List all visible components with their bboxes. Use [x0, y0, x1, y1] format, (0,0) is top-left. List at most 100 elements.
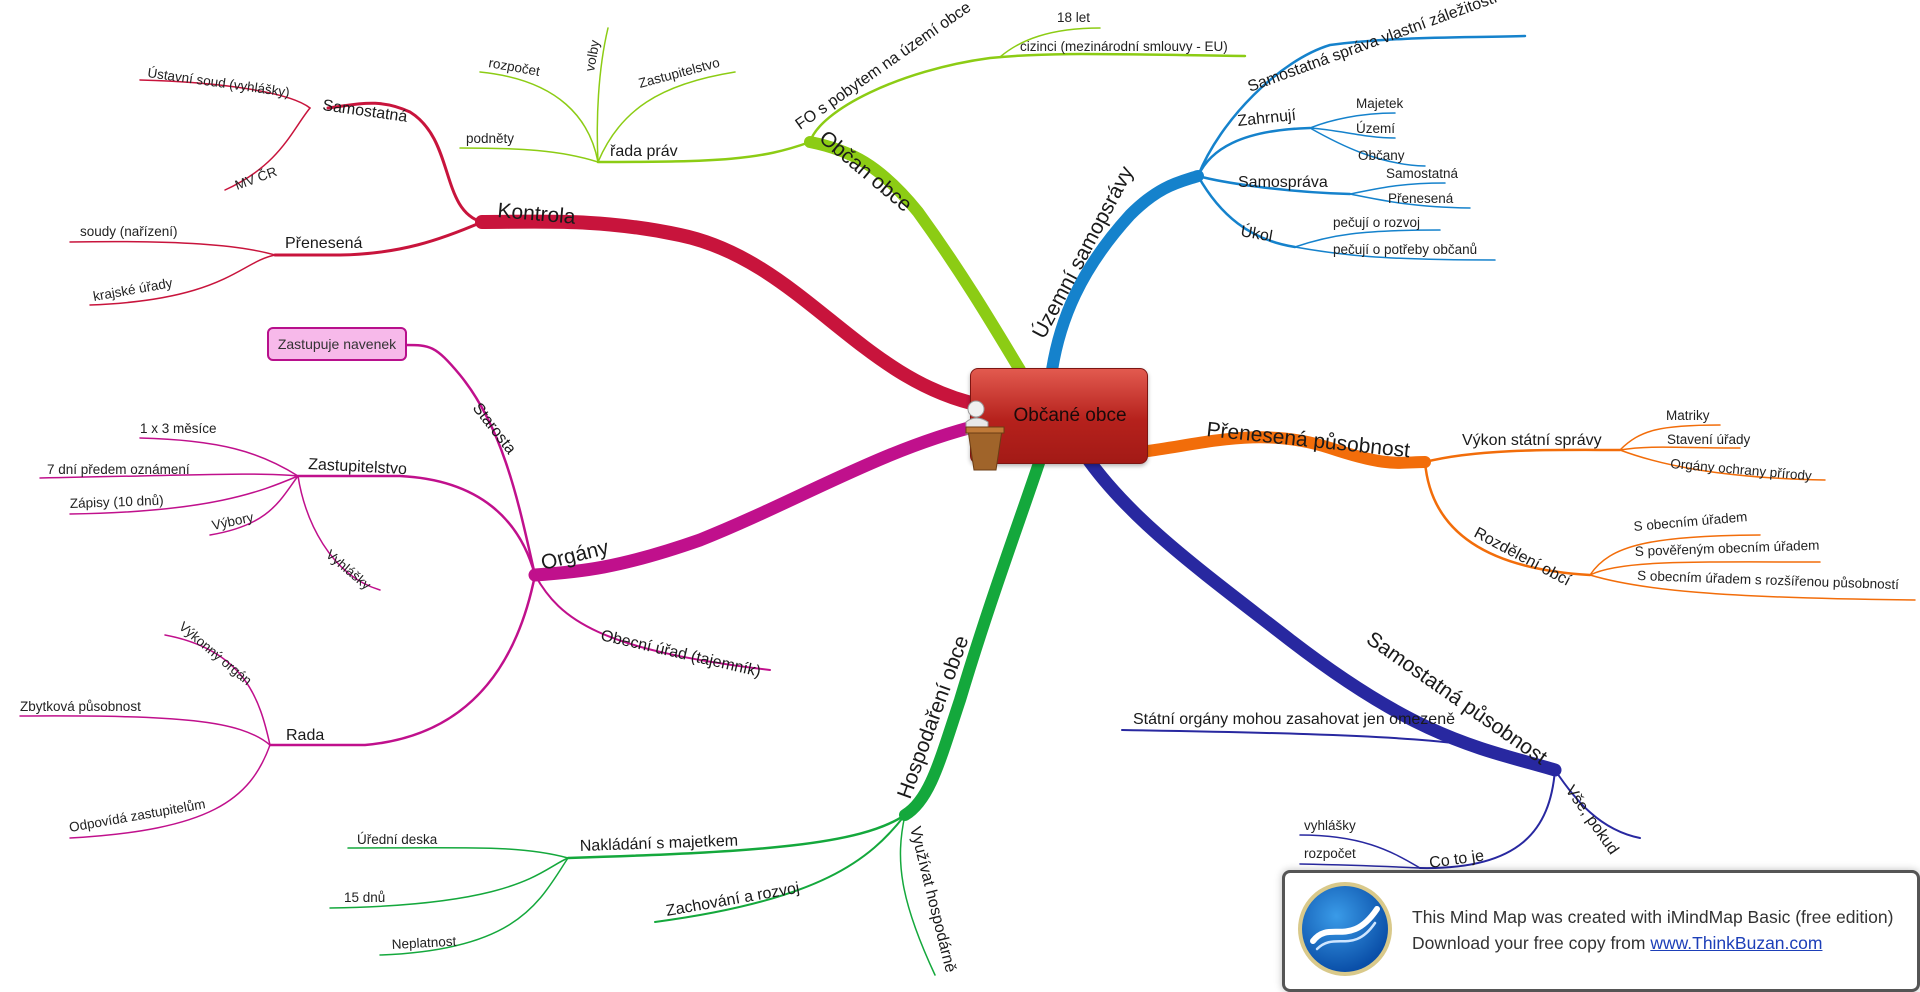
label-co: Co to je: [1428, 847, 1485, 872]
connector-obcan: [804, 136, 1026, 376]
branch-hospodareni: [329, 454, 1046, 976]
connector-odpovida: [69, 744, 271, 839]
connector-uredni-deska: [347, 846, 569, 859]
connector-nakladani: [566, 813, 907, 860]
connector-vse: [1554, 769, 1641, 839]
connector-zahrnuji: [1196, 126, 1312, 178]
label-vyuzivat: Využívat hospodárně: [906, 825, 959, 974]
label-starosta: Starosta: [469, 400, 519, 458]
connector-stavebni: [1619, 446, 1741, 451]
leaf-rozpocet: rozpočet: [487, 55, 541, 79]
speaker-podium-icon: [965, 400, 1005, 471]
leaf-odpovida: Odpovídá zastupitelům: [68, 796, 207, 835]
connector-vykonny: [164, 634, 271, 746]
connector-krajske-urady: [89, 254, 276, 306]
leaf-podnety: podněty: [466, 131, 514, 146]
connector-7dni: [39, 473, 299, 479]
connector-prenesena: [273, 220, 484, 257]
label-prava: řada práv: [610, 143, 678, 160]
connector-hospodareni: [899, 454, 1046, 821]
leaf-potreby: pečují o potřeby občanů: [1333, 242, 1477, 257]
leaf-matriky: Matriky: [1666, 408, 1710, 423]
connector-soudy: [69, 240, 276, 256]
leaf-krajske-urady: krajské úřady: [92, 275, 174, 304]
connector-ustavni-soud: [139, 79, 311, 109]
label-prenesena-pusobnost: Přenesená působnost: [1205, 418, 1411, 462]
connector-kontrola: [475, 214, 987, 412]
connector-s-rozsirenou: [1589, 574, 1916, 601]
leaf-cizinci: cizinci (mezinárodní smlouvy - EU): [1020, 39, 1228, 54]
watermark-line1: This Mind Map was created with iMindMap …: [1412, 907, 1894, 927]
leaf-samostatna: Samostatná: [1386, 166, 1459, 181]
leaf-rozvoj: pečují o rozvoj: [1333, 215, 1420, 230]
label-obcan: Občan obce: [815, 126, 917, 216]
connector-starosta: [403, 343, 537, 577]
label-obecni-urad: Obecní úřad (tajemník): [599, 627, 762, 680]
label-nakladani: Nakládání s majetkem: [580, 832, 739, 855]
label-uzemni: Územní samopsrávy: [1028, 162, 1138, 342]
connector-matriky: [1619, 424, 1721, 451]
leaf-zbytkova: Zbytková působnost: [20, 699, 141, 714]
connector-obecni-urad: [534, 574, 771, 671]
connector-prenesena-pusobnost: [1134, 431, 1431, 469]
connector-18-let: [999, 27, 1101, 58]
leaf-majetek: Majetek: [1356, 96, 1404, 111]
label-rada: Rada: [286, 727, 324, 744]
leaf-s-obecnim: S obecním úřadem: [1633, 509, 1748, 534]
connector-vyuzivat: [899, 814, 936, 976]
connector-prenesena-leaf: [1349, 193, 1471, 209]
leaf-mv-cr: MV ČR: [233, 164, 279, 193]
connector-vyhlasky: [297, 475, 381, 591]
label-zahrnuji: Zahrnují: [1237, 107, 1298, 130]
label-kontrola-samostatna: Samostatná: [321, 97, 408, 126]
label-samosprava: Samospráva: [1238, 174, 1328, 191]
branch-kontrola: [69, 79, 987, 412]
leaf-s-rozsirenou: S obecním úřadem s rozšířenou působností: [1637, 568, 1900, 592]
leaf-18-let: 18 let: [1057, 10, 1090, 25]
connector-uzemi: [1309, 127, 1396, 139]
label-vse: Vše, pokud: [1562, 783, 1622, 858]
branch-uzemni: [1046, 34, 1527, 376]
leaf-1x3: 1 x 3 měsíce: [140, 421, 217, 436]
branch-organy: [19, 343, 987, 839]
label-ukol: Úkol: [1239, 221, 1274, 245]
leaf-vyhlasky-co: vyhlášky: [1304, 818, 1356, 833]
connector-zapisy: [69, 475, 299, 515]
connector-rozpocet: [479, 71, 599, 163]
connector-1x3: [139, 437, 299, 477]
leaf-organy-prirody: Orgány ochrany přírody: [1670, 456, 1813, 483]
leaf-uzemi: Území: [1356, 121, 1395, 136]
connector-prava: [596, 140, 812, 164]
label-statni: Státní orgány mohou zasahovat jen omezen…: [1133, 711, 1455, 728]
label-zachovani: Zachování a rozvoj: [665, 880, 801, 920]
leaf-s-poverenym: S pověřeným obecním úřadem: [1635, 538, 1820, 559]
leaf-vykonny: Výkonný orgán: [176, 619, 255, 688]
connector-samostatna: [326, 101, 484, 224]
connector-zastupitelstvo-pravo: [597, 71, 736, 163]
branch-samostatna-pusobnost: [1078, 448, 1641, 870]
connector-vykon: [1423, 448, 1622, 464]
connector-zachovani: [654, 814, 906, 923]
leaf-prenesena: Přenesená: [1388, 191, 1454, 206]
label-kontrola-prenesena: Přenesená: [285, 235, 362, 252]
connector-majetek: [1309, 112, 1396, 129]
imindmap-watermark: This Mind Map was created with iMindMap …: [1282, 870, 1920, 992]
leaf-rozpocet-co: rozpočet: [1304, 846, 1356, 861]
connector-rozdeleni: [1423, 460, 1592, 577]
connector-15-dnu: [329, 857, 569, 909]
connector-obcany: [1309, 127, 1426, 167]
watermark-line2-prefix: Download your free copy from: [1412, 933, 1651, 953]
thinkbuzan-link[interactable]: www.ThinkBuzan.com: [1650, 933, 1823, 953]
leaf-stavebni: Stavení úřady: [1667, 432, 1751, 447]
connector-samostatna-leaf: [1349, 182, 1446, 195]
leaf-volby: volby: [582, 39, 602, 73]
connector-ukol: [1196, 174, 1297, 249]
connector-volby: [596, 27, 609, 163]
label-vykon: Výkon státní správy: [1462, 432, 1602, 449]
central-topic-label: Občané obce: [1013, 405, 1127, 426]
connector-vyhlasky-leaf: [1299, 834, 1421, 869]
connector-s-obecnim: [1589, 534, 1761, 576]
connector-organy: [528, 418, 987, 582]
note-zastupuje-navenek[interactable]: Zastupuje navenek: [267, 327, 407, 361]
